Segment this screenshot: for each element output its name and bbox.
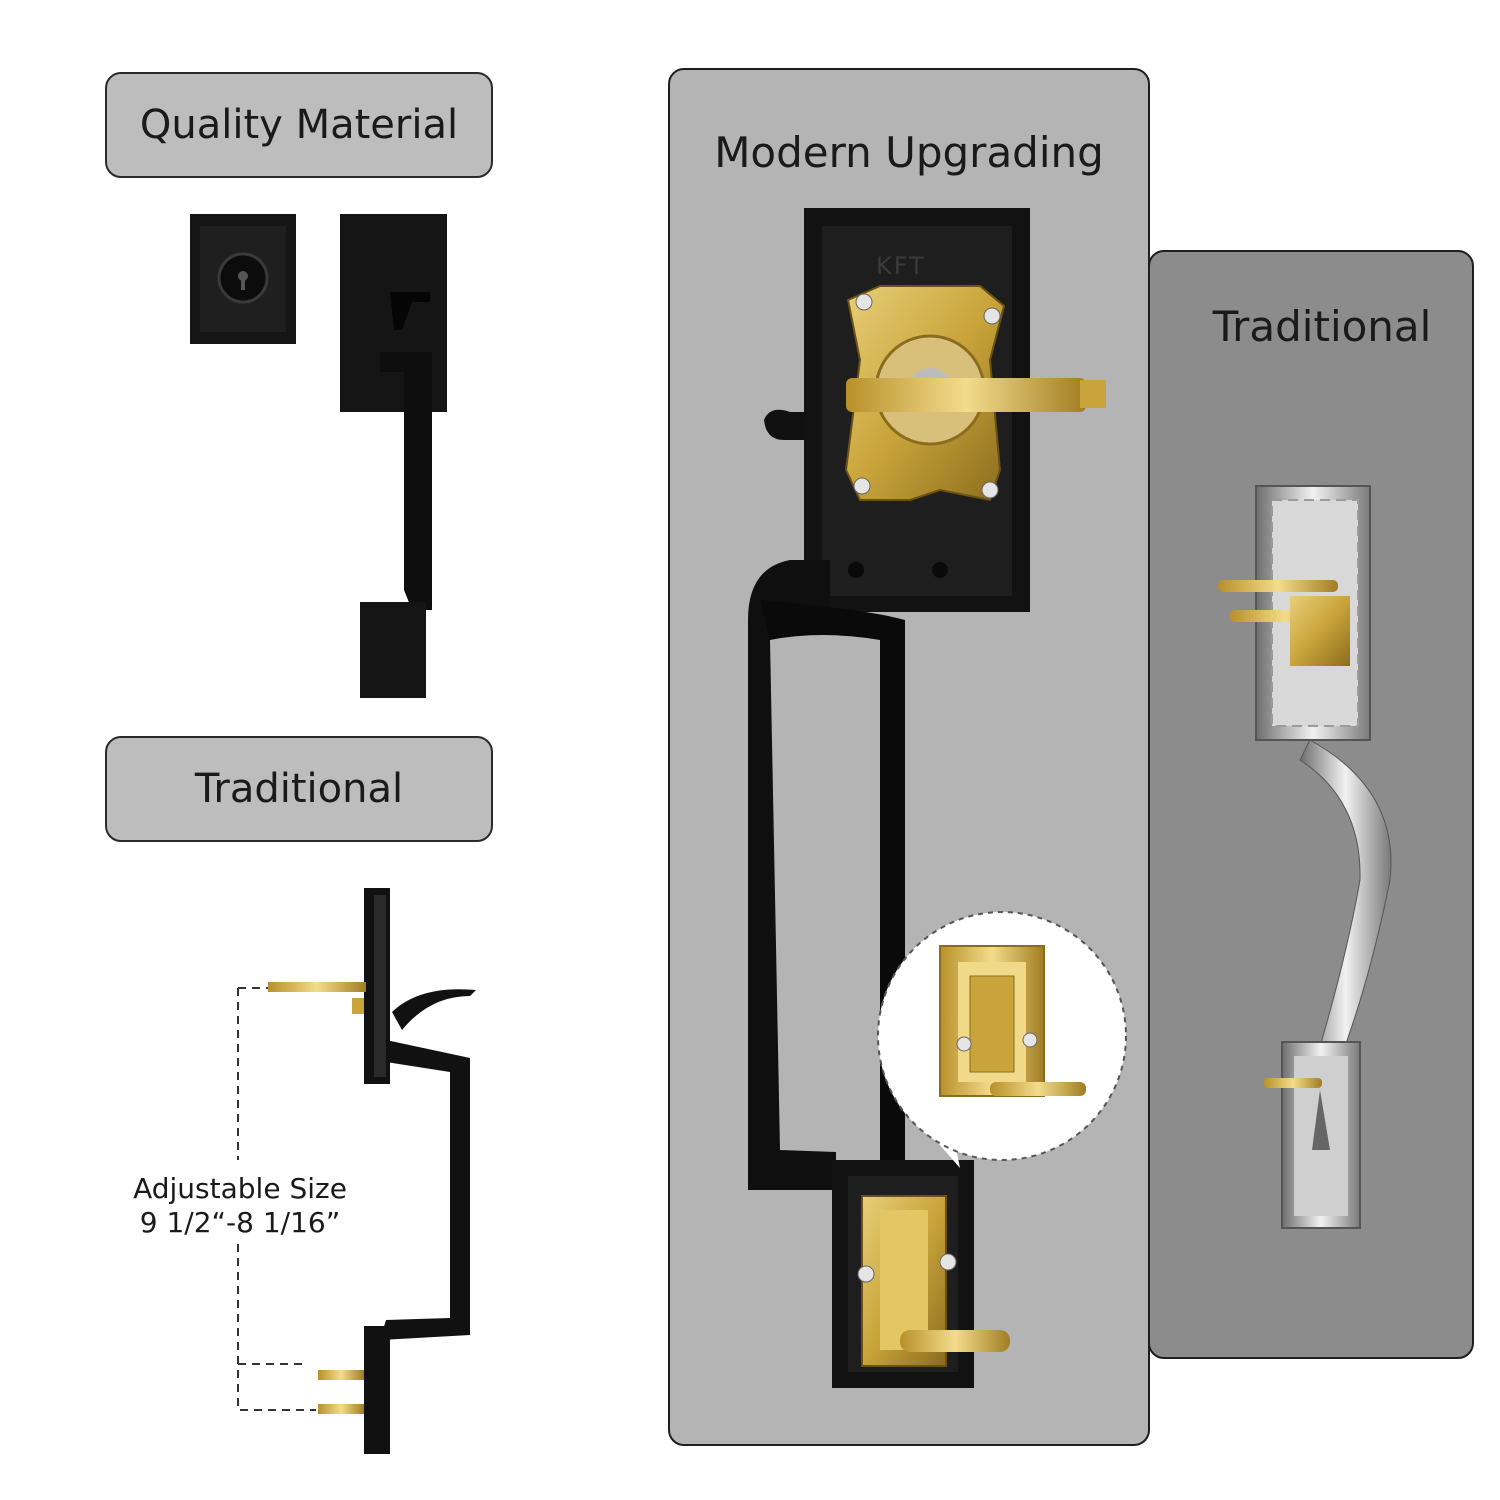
modern-upgrading-title: Modern Upgrading bbox=[714, 128, 1104, 177]
adjustable-size-line2: 9 1/2“-8 1/16” bbox=[139, 1206, 341, 1239]
handle-front-view bbox=[340, 214, 447, 698]
traditional-panel-title: Traditional bbox=[1212, 302, 1432, 351]
traditional-left-label: Traditional bbox=[105, 736, 493, 842]
zoom-detail-circle bbox=[877, 911, 1127, 1168]
adjustable-size-line1: Adjustable Size bbox=[133, 1172, 347, 1205]
deadbolt-front-view bbox=[190, 214, 296, 344]
quality-material-label: Quality Material bbox=[105, 72, 493, 178]
dimension-lines bbox=[237, 987, 316, 1411]
brass-mechanism-bottom bbox=[857, 1195, 1010, 1367]
adjustable-size-label: Adjustable Size 9 1/2“-8 1/16” bbox=[110, 1172, 370, 1240]
plate-mark: KFT bbox=[876, 252, 926, 280]
handle-side-view bbox=[268, 888, 476, 1454]
chrome-handle bbox=[1218, 485, 1392, 1229]
brass-mechanism-top bbox=[844, 285, 1106, 578]
